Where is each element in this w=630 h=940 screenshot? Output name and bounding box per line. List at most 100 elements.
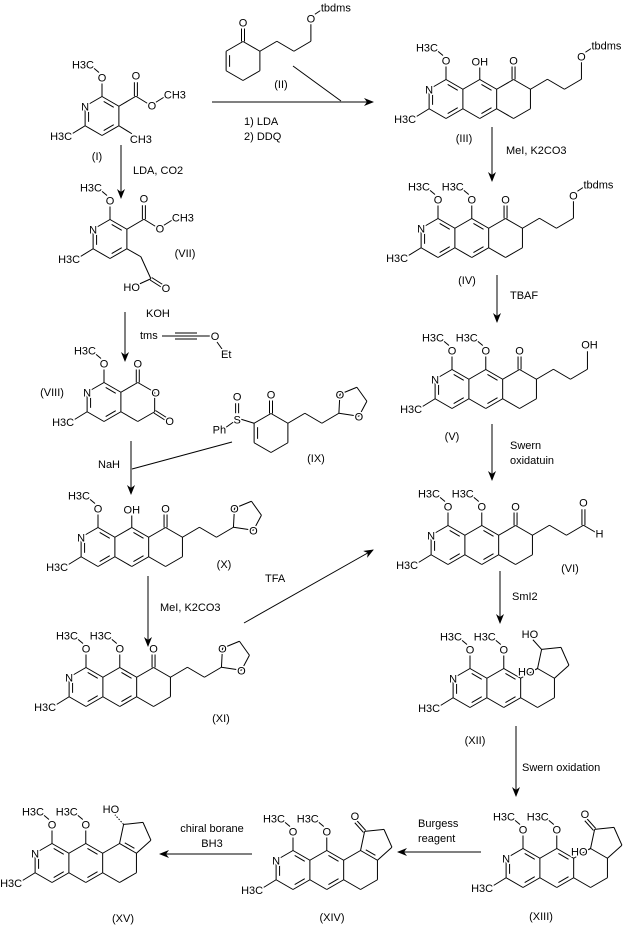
bond [505, 848, 524, 859]
bond [287, 412, 306, 424]
reagent-viii-to-x: NaH [98, 459, 120, 471]
methyl-label: H3C [50, 131, 72, 143]
bond [42, 814, 50, 820]
reagent-vi-to-xii: SmI2 [512, 591, 538, 603]
methyl-label: H3C [72, 60, 94, 72]
bond [253, 413, 272, 424]
compound-label-VII: (VII) [175, 248, 196, 260]
bond [234, 500, 252, 509]
bond [92, 219, 111, 230]
bond [253, 442, 272, 453]
bond [498, 525, 516, 536]
oxygen-label: O [351, 811, 360, 823]
bond [471, 247, 489, 258]
bond [221, 666, 242, 671]
bond [326, 850, 344, 861]
bond [505, 877, 524, 888]
bond [225, 421, 234, 428]
bond [140, 256, 152, 279]
bond [549, 524, 567, 536]
bond [304, 412, 323, 424]
bond [114, 527, 133, 538]
double-bond [103, 124, 114, 131]
nitrogen-label: N [83, 387, 91, 399]
double-bond [487, 397, 498, 404]
bond [85, 872, 103, 883]
bond [577, 186, 584, 192]
bond [139, 278, 152, 285]
bond [85, 843, 103, 854]
nitrogen-label: N [449, 673, 457, 685]
double-bond [447, 107, 458, 114]
silyl-label: tbdms [583, 179, 613, 191]
compound-label-XV: (XV) [112, 913, 134, 925]
bond [240, 418, 255, 424]
oxygen-label: O [501, 195, 510, 207]
bond [86, 382, 105, 393]
methyl-label: H3C [56, 807, 78, 819]
double-bond [149, 279, 162, 288]
bond [537, 649, 543, 669]
bond [148, 527, 166, 538]
double-bond [447, 84, 458, 91]
reagent-text: Swern [510, 440, 541, 452]
bond [170, 666, 188, 678]
bond [364, 828, 385, 832]
bond [445, 108, 464, 119]
bond [309, 879, 328, 890]
nitrogen-label: N [417, 223, 425, 235]
bond [71, 125, 86, 135]
methyl-label: H3C [386, 253, 408, 265]
bond [84, 125, 103, 136]
double-bond [365, 849, 376, 856]
bond [468, 398, 487, 409]
bond [92, 248, 111, 259]
bond [126, 218, 145, 230]
oxygen-label: O [211, 331, 220, 343]
oxygen-label: O [94, 504, 103, 516]
double-bond [439, 246, 450, 253]
oxygen-label: O [322, 827, 331, 839]
bond [520, 697, 538, 708]
phenyl-label: Ph [213, 424, 226, 436]
oxygen-label: O [148, 100, 157, 112]
compound-label-VIII: (VIII) [40, 387, 64, 399]
methyl-label: H3C [46, 562, 68, 574]
double-bond [449, 530, 460, 537]
compound-label: (VII) [175, 248, 196, 260]
bond [532, 639, 542, 650]
bond [536, 368, 554, 380]
methyl-label: H3C [34, 702, 56, 714]
bond [407, 247, 422, 257]
reagent-text: TFA [265, 573, 286, 585]
bond [434, 398, 453, 409]
bond [97, 556, 116, 567]
bond [481, 554, 499, 565]
compound-label: (XIII) [529, 911, 553, 923]
bond [142, 822, 152, 841]
bond [522, 217, 540, 229]
double-bond [294, 855, 305, 862]
oxygen-label: O [165, 416, 174, 428]
bond [541, 646, 562, 650]
bond [118, 125, 133, 135]
oxygen-label: O [442, 56, 451, 68]
bond [530, 78, 548, 90]
methyl-label: H3C [527, 812, 549, 824]
compound-label-X: (X) [217, 559, 232, 571]
oxygen-label: O [48, 820, 57, 832]
methyl-label: CH3 [172, 212, 194, 224]
bond [533, 668, 538, 671]
oxygen-label: O [149, 644, 158, 656]
bond [119, 872, 137, 883]
bond [442, 340, 450, 346]
bond [135, 95, 150, 105]
nitrogen-label: N [77, 532, 85, 544]
bond [566, 524, 584, 536]
bond [513, 108, 531, 119]
bond [314, 9, 322, 15]
bond [496, 108, 514, 119]
oxygen-label: O [355, 411, 364, 423]
